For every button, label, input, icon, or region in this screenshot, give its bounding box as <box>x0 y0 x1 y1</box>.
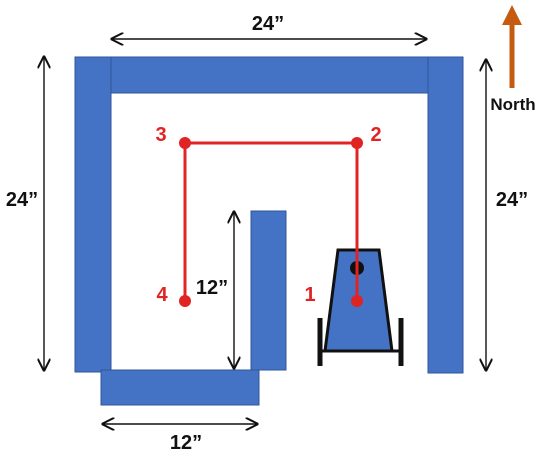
waypoint-3-label: 3 <box>155 124 166 146</box>
waypoint-1-label: 1 <box>304 284 315 306</box>
waypoint-2-dot <box>351 137 363 149</box>
robot-path <box>183 141 359 301</box>
north-arrow-head <box>502 5 522 25</box>
waypoint-4-label: 4 <box>156 284 168 306</box>
waypoint-4-dot <box>179 295 191 307</box>
wall-top <box>110 56 429 94</box>
dimension-bottom-label: 12” <box>170 432 202 454</box>
robot-icon <box>317 248 404 366</box>
wall-right <box>427 56 464 374</box>
dimension-left-label: 24” <box>6 189 38 211</box>
waypoint-2-label: 2 <box>370 124 381 146</box>
wall-inner <box>250 210 287 371</box>
wall-left <box>74 56 112 373</box>
dimension-inner-label: 12” <box>196 277 228 299</box>
waypoint-1-dot <box>351 295 363 307</box>
dimension-right-label: 24” <box>496 189 528 211</box>
north-label: North <box>490 95 535 114</box>
maze-walls <box>74 56 464 406</box>
waypoint-3-dot <box>179 137 191 149</box>
north-arrow-icon <box>502 5 522 88</box>
dimension-lines <box>44 39 486 424</box>
wall-bottom <box>100 369 260 406</box>
dimension-top-label: 24” <box>252 13 284 35</box>
